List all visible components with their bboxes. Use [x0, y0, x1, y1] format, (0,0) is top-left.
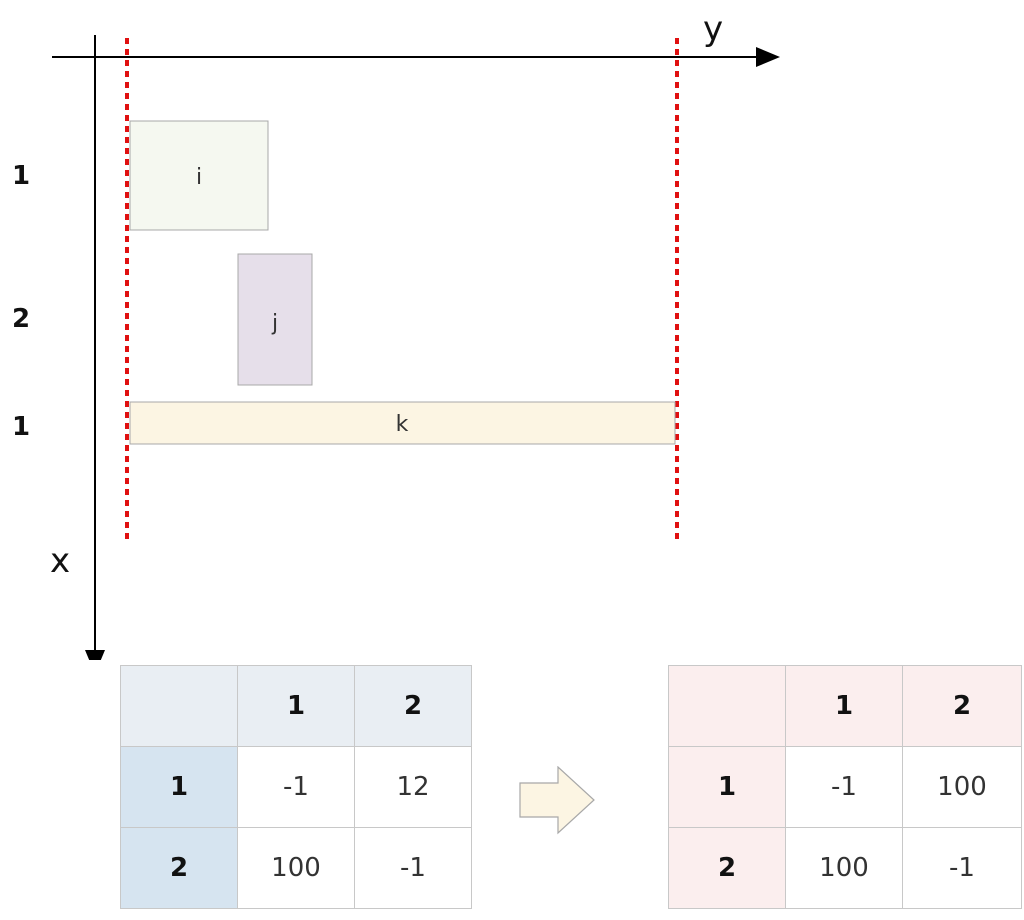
- table-cell: 100: [785, 827, 903, 909]
- table-corner-cell: [120, 665, 238, 747]
- coordinate-diagram: y x 1 2 1 i j k: [12, 9, 780, 660]
- y-axis-label: y: [703, 9, 723, 49]
- col-header-1: 1: [785, 665, 903, 747]
- row-header-1: 1: [668, 746, 786, 828]
- row-label-1: 1: [12, 161, 30, 191]
- row-label-2: 2: [12, 304, 30, 334]
- x-axis-label: x: [50, 541, 70, 581]
- table-cell: 100: [902, 746, 1022, 828]
- table-cell: -1: [237, 746, 355, 828]
- box-j-label: j: [271, 311, 278, 336]
- col-header-2: 2: [902, 665, 1022, 747]
- table-row: 1 -1 12: [120, 746, 472, 828]
- matrix-table-before: 1 2 1 -1 12 2 100 -1: [120, 665, 472, 909]
- box-i-label: i: [196, 165, 202, 190]
- table-cell: -1: [902, 827, 1022, 909]
- table-header-row: 1 2: [668, 665, 1022, 747]
- row-header-2: 2: [120, 827, 238, 909]
- box-k: [129, 401, 676, 445]
- col-header-1: 1: [237, 665, 355, 747]
- row-header-2: 2: [668, 827, 786, 909]
- transform-arrow-icon: [519, 766, 595, 835]
- x-axis-arrowhead: [85, 650, 105, 660]
- matrix-table-after: 1 2 1 -1 100 2 100 -1: [668, 665, 1022, 909]
- col-header-2: 2: [354, 665, 472, 747]
- box-j: [237, 253, 313, 386]
- table-cell: 100: [237, 827, 355, 909]
- table-corner-cell: [668, 665, 786, 747]
- table-row: 1 -1 100: [668, 746, 1022, 828]
- table-row: 2 100 -1: [668, 827, 1022, 909]
- table-row: 2 100 -1: [120, 827, 472, 909]
- row-header-1: 1: [120, 746, 238, 828]
- table-cell: 12: [354, 746, 472, 828]
- table-cell: -1: [354, 827, 472, 909]
- y-axis-arrowhead: [756, 47, 780, 67]
- row-label-3: 1: [12, 412, 30, 442]
- box-i: [129, 120, 269, 231]
- table-cell: -1: [785, 746, 903, 828]
- box-k-label: k: [396, 412, 409, 437]
- table-header-row: 1 2: [120, 665, 472, 747]
